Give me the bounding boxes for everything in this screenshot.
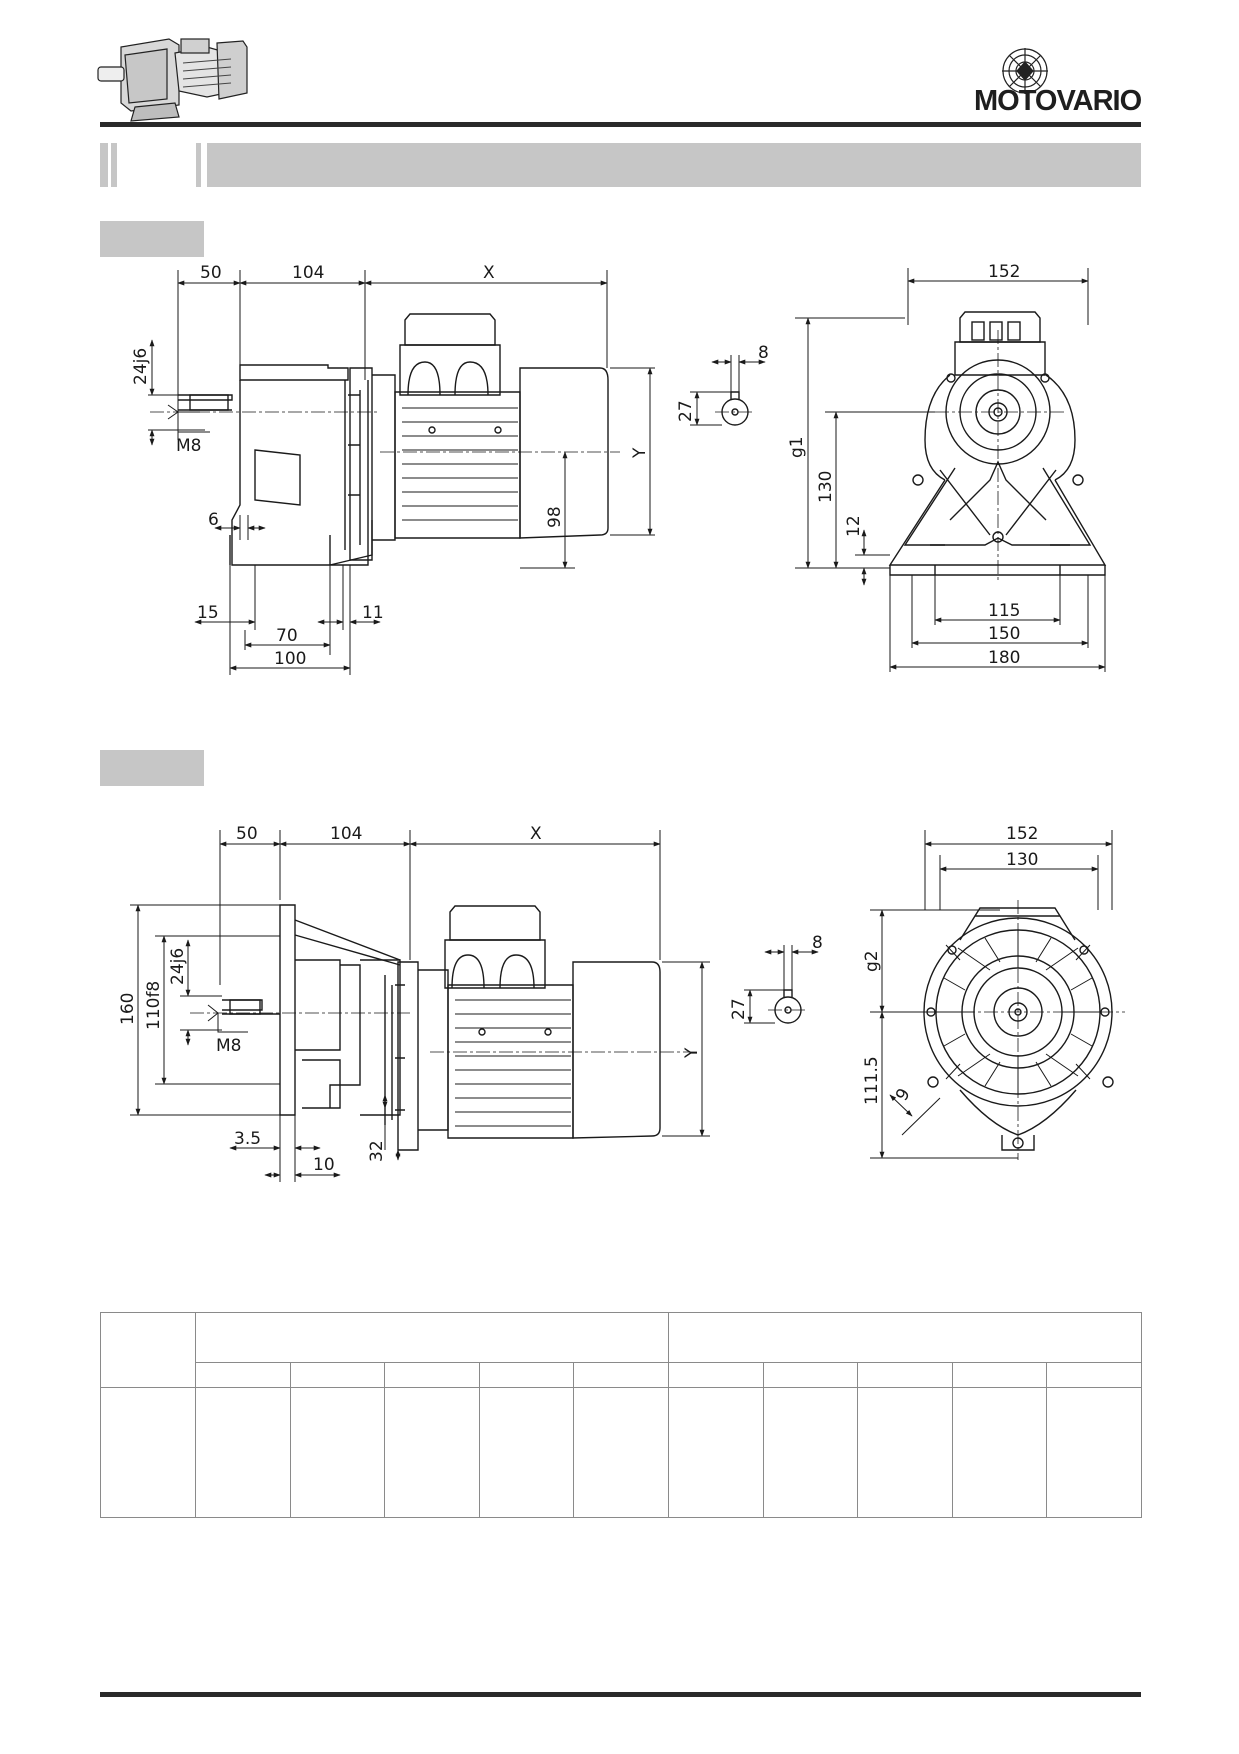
header-rule [100, 122, 1141, 127]
drawing1-side-view: 50 104 X Y 98 [131, 263, 655, 675]
d1-front-dim-130: 130 [816, 471, 836, 503]
drawing1-front-view: 152 g1 130 12 [787, 262, 1107, 672]
table-cell [195, 1387, 291, 1518]
d2-front-dim-130: 130 [1006, 850, 1038, 870]
table-col-header [1046, 1362, 1142, 1388]
table-col-header [762, 1362, 859, 1388]
table-col-header [857, 1362, 953, 1388]
d1-dim-X: X [483, 263, 495, 283]
d2-dim-50: 50 [236, 824, 258, 844]
d1-dim-24j6: 24j6 [131, 348, 151, 385]
motovario-logo-icon [1002, 48, 1048, 94]
d1-front-dim-152: 152 [988, 262, 1020, 282]
section-tab-1 [100, 221, 204, 257]
table-cell [951, 1387, 1048, 1518]
d2-front-dim-111.5: 111.5 [862, 1056, 882, 1105]
d2-dim-32: 32 [367, 1140, 387, 1162]
d2-dim-10: 10 [313, 1155, 335, 1175]
d2-key-dim-8: 8 [812, 933, 823, 953]
gearmotor-thumbnail-icon [97, 38, 248, 122]
table-col-header [667, 1362, 764, 1388]
drawing2-key-detail: 8 27 [729, 933, 823, 1024]
d1-dim-98: 98 [545, 506, 565, 528]
footer-rule [100, 1692, 1141, 1697]
d2-dim-M8: M8 [216, 1036, 241, 1056]
drawing2-front-view: 152 130 g2 111.5 [862, 824, 1125, 1160]
table-cell [1046, 1387, 1142, 1518]
d2-dim-Y: Y [682, 1047, 702, 1059]
d2-front-dim-9: 9 [892, 1085, 915, 1104]
table-cell [667, 1387, 764, 1518]
d1-dim-104: 104 [292, 263, 324, 283]
table-group-header-1 [195, 1312, 669, 1363]
table-cell [762, 1387, 859, 1518]
d1-key-dim-8: 8 [758, 343, 769, 363]
d1-dim-100: 100 [274, 649, 306, 669]
table-col-header [289, 1362, 386, 1388]
drawing1-key-detail: 8 27 [676, 343, 769, 426]
table-row [100, 1387, 1142, 1518]
table-cell [573, 1387, 669, 1518]
d2-dim-3.5: 3.5 [234, 1129, 261, 1149]
table-col-header [478, 1362, 575, 1388]
d1-dim-50: 50 [200, 263, 222, 283]
d1-dim-Y: Y [630, 447, 650, 459]
d2-dim-110f8: 110f8 [144, 981, 164, 1030]
d2-front-dim-g2: g2 [862, 950, 882, 972]
d2-dim-160: 160 [118, 993, 138, 1025]
d1-dim-6: 6 [208, 510, 219, 530]
d1-front-dim-180: 180 [988, 648, 1020, 668]
table-cell [857, 1387, 953, 1518]
dimensions-table [100, 1312, 1143, 1518]
title-bar [207, 143, 1141, 187]
drawing2-side-view: 50 104 X Y [118, 824, 710, 1182]
title-bar-stripe-1 [100, 143, 108, 187]
section-tab-2 [100, 750, 204, 786]
table-cell [289, 1387, 386, 1518]
d2-dim-104: 104 [330, 824, 362, 844]
brand-wordmark: MOTOVARIO [974, 85, 1142, 117]
table-cell [478, 1387, 575, 1518]
d2-key-dim-27: 27 [729, 998, 749, 1020]
table-group-header-2 [667, 1312, 1143, 1363]
d1-dim-70: 70 [276, 626, 298, 646]
d1-front-dim-g1: g1 [787, 436, 807, 458]
d1-dim-M8: M8 [176, 436, 201, 456]
d1-front-dim-150: 150 [988, 624, 1020, 644]
table-cell [384, 1387, 480, 1518]
title-bar-stripe-3 [196, 143, 201, 187]
d1-front-dim-115: 115 [988, 601, 1020, 621]
table-cell [100, 1387, 196, 1518]
d1-dim-11: 11 [362, 603, 384, 623]
d1-front-dim-12: 12 [844, 515, 864, 537]
d2-dim-24j6: 24j6 [168, 948, 188, 985]
d2-front-dim-152: 152 [1006, 824, 1038, 844]
table-col-header [195, 1362, 291, 1388]
table-col-header [573, 1362, 669, 1388]
d1-dim-15: 15 [197, 603, 219, 623]
d2-dim-X: X [530, 824, 542, 844]
d1-key-dim-27: 27 [676, 400, 696, 422]
table-col-header [951, 1362, 1048, 1388]
table-corner-cell [100, 1312, 196, 1388]
title-bar-stripe-2 [111, 143, 117, 187]
table-col-header [384, 1362, 480, 1388]
